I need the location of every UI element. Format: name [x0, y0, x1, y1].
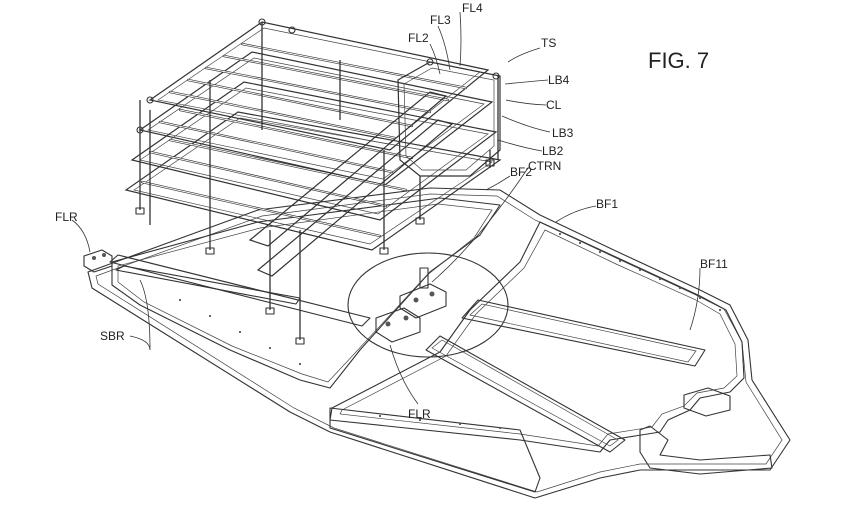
detail-circle — [347, 252, 509, 358]
label-bf2: BF2 — [510, 165, 532, 179]
label-lb3: LB3 — [552, 126, 574, 140]
frame-level-2 — [130, 81, 498, 221]
frame-level-1 — [124, 111, 502, 251]
figure-title: FIG. 7 — [648, 48, 709, 73]
top-rails — [168, 42, 468, 140]
posts — [139, 22, 499, 340]
base-outline-inner — [95, 193, 783, 493]
label-fl3: FL3 — [430, 13, 451, 27]
inner-rail-lower — [425, 335, 626, 453]
corner-bolts — [136, 18, 500, 134]
reference-labels: FIG. 7 FL4 FL3 FL2 TS LB4 CL LB3 LB2 CTR… — [55, 1, 728, 421]
label-cl: CL — [546, 98, 562, 112]
inner-rail-upper-groove — [469, 303, 697, 363]
right-extension — [397, 61, 501, 177]
floor-lock-center — [375, 267, 447, 343]
label-fl4: FL4 — [462, 1, 483, 15]
label-flr-bottom: FLR — [408, 407, 431, 421]
label-sbr: SBR — [100, 329, 125, 343]
right-bed-rim — [339, 229, 738, 447]
support-bar — [109, 254, 371, 327]
leader-lines — [71, 11, 701, 405]
label-flr-left: FLR — [55, 210, 78, 224]
mid-rails — [140, 108, 414, 238]
cross-beam-lower — [256, 119, 454, 277]
label-ts: TS — [541, 36, 556, 50]
label-fl2: FL2 — [408, 31, 429, 45]
cross-beam — [248, 91, 448, 247]
support-bar-2 — [115, 265, 301, 305]
label-bf11: BF11 — [700, 257, 728, 271]
end-block — [683, 387, 731, 417]
left-platform — [111, 197, 501, 389]
floor-lock-left — [83, 249, 113, 273]
tray-stack — [124, 18, 502, 345]
inner-rail-upper — [461, 299, 706, 367]
label-lb2: LB2 — [542, 144, 564, 158]
frame-level-3 — [138, 51, 494, 186]
right-bed — [329, 221, 745, 453]
rim-rivets — [178, 232, 722, 430]
label-ctrn: CTRN — [528, 159, 561, 173]
base-frame — [83, 187, 791, 499]
stepped-wall — [639, 425, 773, 475]
inner-rail-lower-groove — [431, 339, 619, 447]
post-feet — [135, 159, 495, 345]
label-bf1: BF1 — [596, 197, 618, 211]
front-plate — [329, 407, 541, 493]
base-outline — [87, 187, 791, 499]
label-lb4: LB4 — [548, 73, 570, 87]
